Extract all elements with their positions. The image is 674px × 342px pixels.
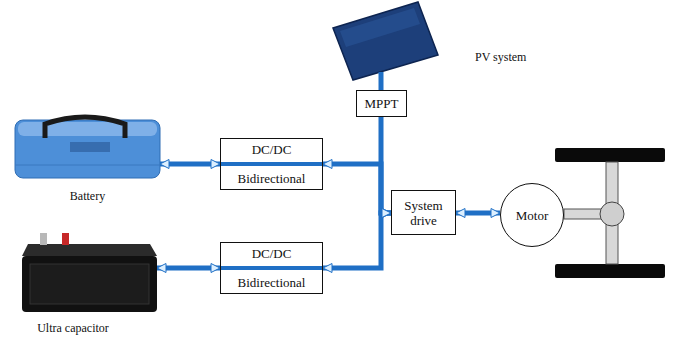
wheel [555, 264, 665, 278]
power-line [221, 266, 322, 270]
node-label: Bidirectional [238, 171, 306, 186]
battery-sticker [70, 142, 110, 152]
ucap-terminal [62, 233, 69, 245]
pv-panel-shine [340, 8, 420, 47]
shaft [564, 209, 604, 219]
power-connector [160, 162, 220, 167]
battery-seam [15, 165, 160, 166]
ucap-face [30, 264, 149, 304]
ucap-top [22, 244, 157, 256]
pv-panel-shape [333, 2, 438, 80]
battery-handle [45, 117, 125, 138]
node-caption: Ultra capacitor [18, 321, 128, 335]
power-connector [323, 164, 391, 213]
node-label: DC/DC [252, 142, 292, 157]
power-connector [157, 266, 220, 271]
system-drive-box: System drive [391, 190, 456, 235]
converter-box: DC/DC Bidirectional [220, 242, 323, 294]
battery: Battery [15, 115, 160, 178]
converter-box: DC/DC Bidirectional [220, 138, 323, 190]
wheel [555, 148, 665, 162]
node-label: Motor [516, 208, 549, 223]
battery-top [18, 122, 157, 136]
power-connector [323, 213, 391, 268]
power-line [221, 162, 322, 166]
node-label: System drive [396, 198, 451, 228]
differential [600, 202, 624, 226]
node-label: DC/DC [252, 246, 292, 261]
power-connector [379, 72, 384, 90]
pv-panel: PV system [330, 0, 445, 72]
node-caption: PV system [475, 50, 526, 64]
battery-body [15, 120, 160, 178]
mppt-box: MPPT [356, 90, 407, 117]
ucap-body [22, 256, 157, 312]
motor-circle: Motor [500, 183, 564, 247]
ultracapacitor: Ultra capacitor [18, 228, 157, 315]
node-label: Bidirectional [238, 275, 306, 290]
node-label: MPPT [365, 96, 399, 111]
power-connector [456, 211, 500, 216]
node-caption: Battery [15, 189, 160, 203]
ucap-terminal [40, 233, 47, 245]
